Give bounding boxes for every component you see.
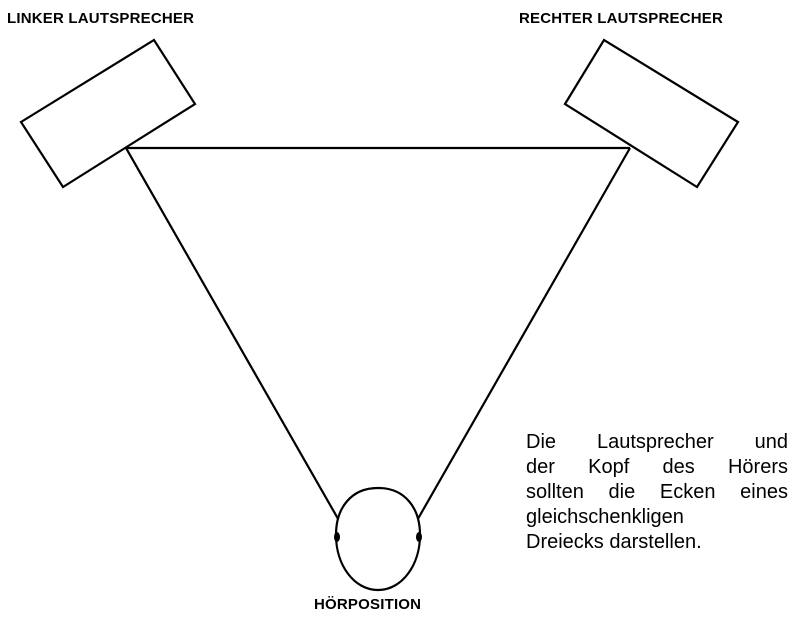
placement-note: Die Lautsprecher und der Kopf des Hörers…	[526, 430, 788, 555]
note-line: Die Lautsprecher und	[526, 431, 788, 453]
right-speaker-label: RECHTER LAUTSPRECHER	[519, 10, 724, 27]
note-line: sollten die Ecken eines	[526, 481, 788, 503]
right-ear-icon	[416, 532, 422, 542]
right-speaker-box	[563, 38, 740, 189]
note-line: der Kopf des Hörers	[526, 456, 788, 478]
left-ear-icon	[334, 532, 340, 542]
left-edge-line	[125, 147, 342, 525]
left-speaker-box	[19, 38, 197, 189]
note-line: gleichschenkligen	[526, 506, 684, 528]
note-line: Dreiecks darstellen.	[526, 531, 702, 553]
listener-head-icon	[334, 486, 422, 592]
listening-position-label: HÖRPOSITION	[314, 596, 422, 613]
left-speaker-label: LINKER LAUTSPRECHER	[7, 10, 195, 27]
right-edge-line	[414, 147, 631, 525]
